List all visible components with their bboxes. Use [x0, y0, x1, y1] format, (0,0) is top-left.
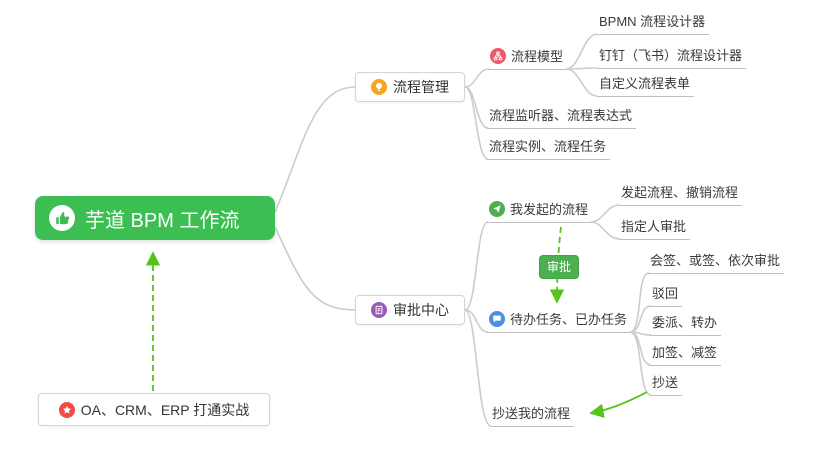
node-label: 委派、转办 [652, 315, 718, 330]
node-label: 我发起的流程 [510, 202, 589, 217]
document-icon [371, 302, 387, 318]
node-label: 流程实例、流程任务 [489, 139, 607, 154]
thumbs-up-icon [49, 205, 75, 231]
root-label: 芋道 BPM 工作流 [85, 209, 240, 232]
node-label: 待办任务、已办任务 [510, 312, 628, 327]
node-label: 流程管理 [393, 79, 449, 95]
node-process-model[interactable]: 流程模型 [488, 47, 568, 70]
arrow-cc-to-ccmy [589, 391, 648, 418]
node-root[interactable]: 芋道 BPM 工作流 [35, 196, 275, 240]
node-label: 会签、或签、依次审批 [650, 253, 781, 268]
node-dingtalk-feishu-designer[interactable]: 钉钉（飞书）流程设计器 [597, 46, 747, 69]
node-reject[interactable]: 驳回 [650, 284, 683, 307]
node-countersign-or-sign[interactable]: 会签、或签、依次审批 [648, 251, 785, 274]
node-label: 流程监听器、流程表达式 [489, 108, 633, 123]
node-label: 加签、减签 [652, 345, 718, 360]
node-label: 抄送 [652, 375, 679, 390]
node-bpmn-designer[interactable]: BPMN 流程设计器 [597, 12, 710, 35]
chat-icon [489, 310, 505, 327]
node-process-management[interactable]: 流程管理 [355, 72, 465, 102]
node-delegate-transfer[interactable]: 委派、转办 [650, 313, 722, 336]
node-label: 钉钉（飞书）流程设计器 [599, 48, 743, 63]
node-label: 审批中心 [393, 302, 449, 318]
node-process-listener-expression[interactable]: 流程监听器、流程表达式 [487, 106, 637, 129]
node-initiate-cancel-process[interactable]: 发起流程、撤销流程 [619, 183, 743, 206]
node-label: 自定义流程表单 [599, 76, 691, 91]
node-label: 流程模型 [511, 49, 564, 64]
node-approval-center[interactable]: 审批中心 [355, 295, 465, 325]
node-label: 发起流程、撤销流程 [621, 185, 739, 200]
node-label: 指定人审批 [621, 219, 687, 234]
approval-badge[interactable]: 审批 [539, 255, 580, 279]
node-label: OA、CRM、ERP 打通实战 [80, 401, 250, 418]
tree-connectors [274, 33, 652, 427]
node-add-remove-sign[interactable]: 加签、减签 [650, 343, 722, 366]
lightbulb-icon [371, 79, 387, 95]
node-process-instance-task[interactable]: 流程实例、流程任务 [487, 137, 611, 160]
node-carbon-copy[interactable]: 抄送 [650, 373, 683, 396]
node-oa-crm-erp[interactable]: OA、CRM、ERP 打通实战 [38, 393, 270, 426]
star-icon [58, 401, 75, 418]
relation-arrows [145, 226, 648, 418]
node-label: 驳回 [652, 286, 679, 301]
node-assignee-approval[interactable]: 指定人审批 [619, 217, 691, 240]
sitemap-icon [490, 47, 506, 64]
node-cc-my-process[interactable]: 抄送我的流程 [490, 404, 575, 427]
node-label: 抄送我的流程 [492, 406, 571, 421]
node-todo-done-tasks[interactable]: 待办任务、已办任务 [487, 310, 632, 333]
paper-plane-icon [489, 200, 505, 217]
node-label: BPMN 流程设计器 [599, 14, 706, 29]
node-custom-process-form[interactable]: 自定义流程表单 [597, 74, 695, 97]
node-my-initiated-process[interactable]: 我发起的流程 [487, 200, 593, 223]
